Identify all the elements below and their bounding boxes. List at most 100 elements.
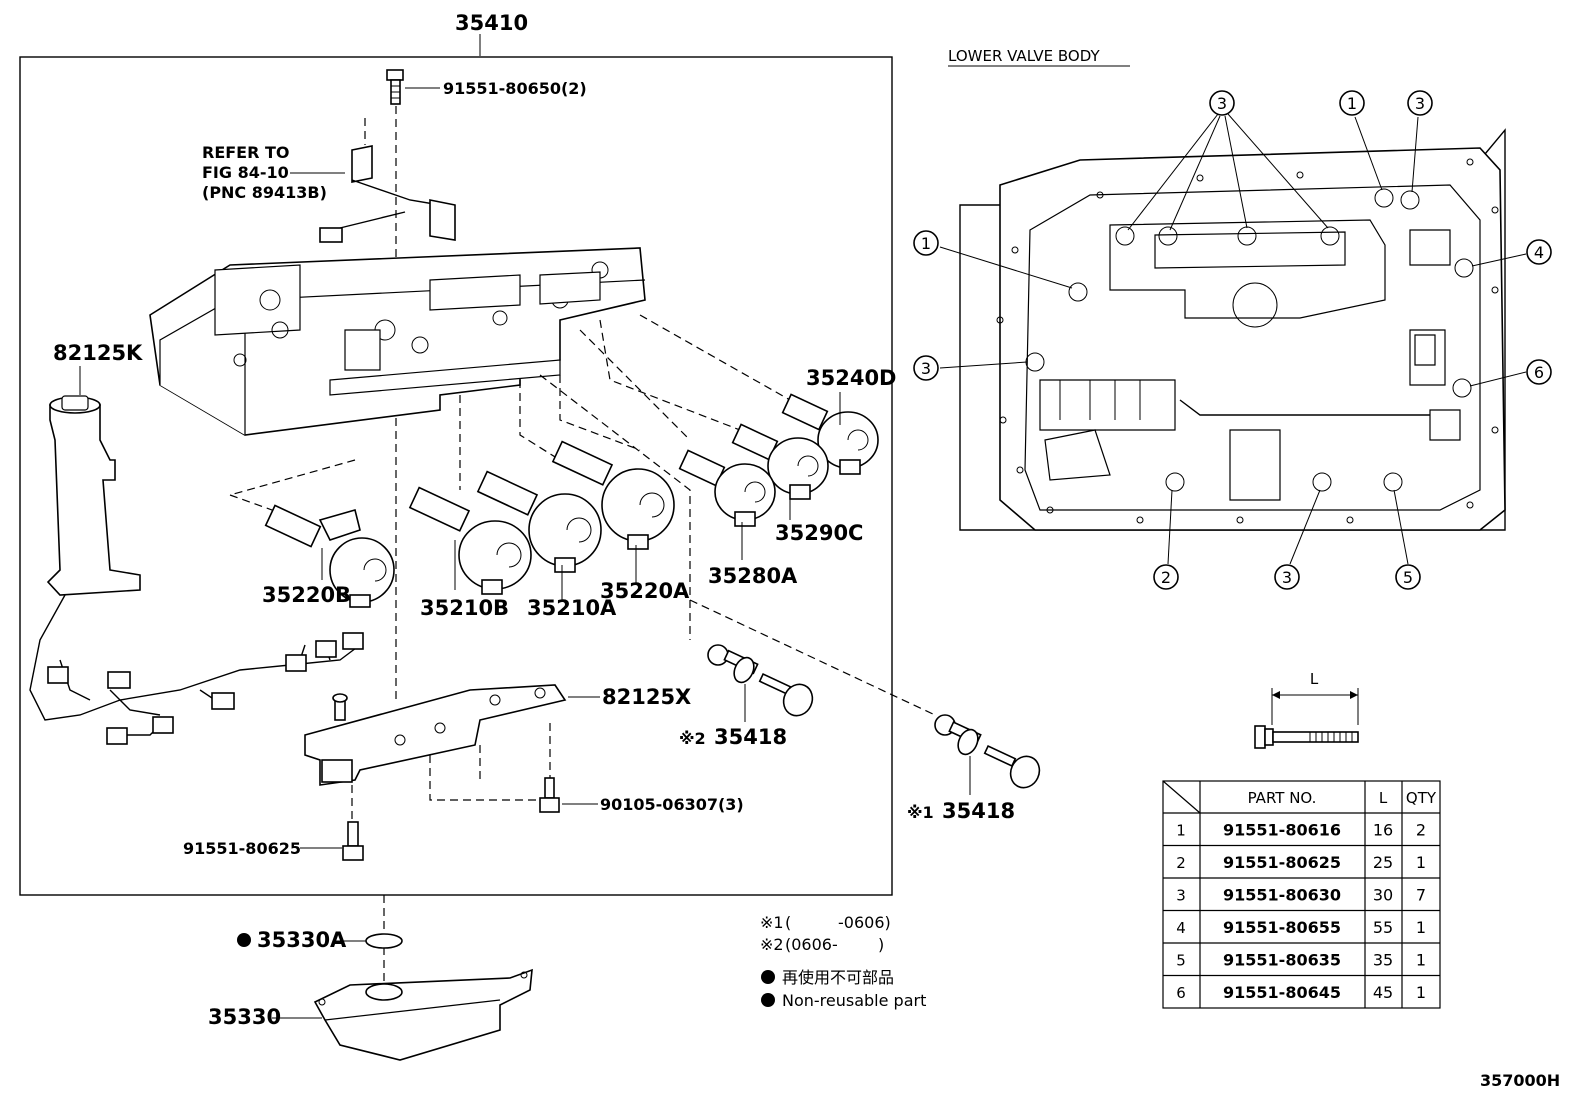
- callout-3-top[interactable]: 3: [1209, 90, 1235, 116]
- solenoid-35220b-drawing[interactable]: [264, 504, 395, 608]
- note-date2-mark: ※2: [760, 935, 784, 954]
- note-nonreuse-en: Non-reusable part: [782, 991, 926, 1010]
- solenoid-35290c-label[interactable]: 35290C: [775, 521, 863, 545]
- bracket-dash-box: [429, 720, 551, 801]
- bolt-bracket-label[interactable]: 90105-06307(3): [600, 795, 744, 814]
- solenoid-35210a-drawing[interactable]: [476, 470, 602, 573]
- bolt-table-cell-qty: 1: [1416, 950, 1426, 969]
- bolt-table-cell-part: 91551-80645: [1223, 983, 1341, 1002]
- lower-valve-body-title: LOWER VALVE BODY: [948, 47, 1100, 65]
- callout-5[interactable]: 5: [1395, 564, 1421, 590]
- bolt-dimension-label: L: [1310, 670, 1319, 688]
- svg-text:1: 1: [921, 234, 931, 253]
- callout-3-bottom[interactable]: 3: [1274, 564, 1300, 590]
- refer-note-line3: (PNC 89413B): [202, 183, 327, 202]
- solenoid-35210b-drawing[interactable]: [408, 486, 532, 595]
- solenoid-35280a-label[interactable]: 35280A: [708, 564, 798, 588]
- svg-text:6: 6: [1534, 363, 1544, 382]
- bolt-top-label[interactable]: 91551-80650(2): [443, 79, 587, 98]
- strainer-outer-mark: ※1: [907, 803, 934, 822]
- note-date2-value: (0606-: [785, 935, 838, 954]
- bolt-bottom-label[interactable]: 91551-80625: [183, 839, 301, 858]
- refer-note-line2: FIG 84-10: [202, 163, 289, 182]
- bolt-table-cell-length: 30: [1373, 885, 1393, 904]
- svg-text:3: 3: [921, 359, 931, 378]
- bolt-table-cell-length: 16: [1373, 820, 1393, 839]
- bolt-table-cell-part: 91551-80616: [1223, 820, 1341, 839]
- diagram-id: 357000H: [1480, 1071, 1560, 1090]
- oring-drawing[interactable]: [365, 933, 403, 949]
- bolt-table-cell-qty: 1: [1416, 918, 1426, 937]
- lower-valve-body-drawing[interactable]: [959, 128, 1506, 531]
- note-nonreuse-jp: 再使用不可部品: [782, 968, 894, 987]
- svg-text:3: 3: [1282, 568, 1292, 587]
- note-date1-mark: ※1: [760, 913, 784, 932]
- dash-35220b: [229, 459, 356, 496]
- dash-35418-outer: [689, 599, 936, 716]
- svg-text:4: 4: [1534, 243, 1544, 262]
- callout-1-left[interactable]: 1: [913, 230, 939, 256]
- bracket-label[interactable]: 82125X: [602, 685, 691, 709]
- filter-label[interactable]: 35330: [208, 1005, 281, 1029]
- bolt-table-cell-index: 2: [1176, 854, 1186, 872]
- callout-leaders: [939, 113, 1527, 565]
- bolt-top-drawing[interactable]: [386, 69, 404, 105]
- solenoid-35240d-drawing[interactable]: [781, 393, 879, 475]
- note-date2-close: ): [878, 935, 884, 954]
- bolt-bracket-drawing[interactable]: [539, 777, 560, 813]
- nonreuse-dot-en: [761, 993, 775, 1007]
- bolt-table-cell-index: 5: [1176, 951, 1186, 969]
- bolt-table-cell-length: 55: [1373, 918, 1393, 937]
- callout-3-top-right[interactable]: 3: [1407, 90, 1433, 116]
- assembly-label[interactable]: 35410: [455, 11, 528, 35]
- bolt-bottom-drawing[interactable]: [342, 821, 364, 861]
- callout-2[interactable]: 2: [1153, 564, 1179, 590]
- bolt-table-cell-part: 91551-80630: [1223, 885, 1341, 904]
- solenoid-35290c-drawing[interactable]: [731, 423, 829, 500]
- bolt-table-cell-index: 1: [1176, 821, 1186, 839]
- bolt-dimension-drawing: [1254, 688, 1359, 749]
- dash-35220a: [559, 375, 641, 451]
- bolt-table-cell-part: 91551-80635: [1223, 950, 1341, 969]
- oring-label[interactable]: 35330A: [257, 928, 347, 952]
- nonreuse-dot-oring: [237, 933, 251, 947]
- bracket-drawing[interactable]: [304, 684, 567, 786]
- solenoid-35240d-label[interactable]: 35240D: [806, 366, 897, 390]
- solenoid-35210b-label[interactable]: 35210B: [420, 596, 509, 620]
- nonreuse-dot-jp: [761, 970, 775, 984]
- solenoid-35220b-label[interactable]: 35220B: [262, 583, 351, 607]
- bolt-table-cell-index: 6: [1176, 984, 1186, 1002]
- bolt-table-cell-length: 25: [1373, 853, 1393, 872]
- bolt-table-cell-length: 45: [1373, 983, 1393, 1002]
- strainer-outer-label[interactable]: 35418: [942, 799, 1015, 823]
- solenoid-35220a-label[interactable]: 35220A: [600, 579, 690, 603]
- filter-drawing[interactable]: [313, 968, 533, 1061]
- bolt-table-cell-index: 3: [1176, 886, 1186, 904]
- note-date1-value: -0606): [838, 913, 891, 932]
- bolt-table-cell-part: 91551-80625: [1223, 853, 1341, 872]
- strainer-inner-mark: ※2: [679, 729, 706, 748]
- bolt-table-cell-qty: 7: [1416, 885, 1426, 904]
- note-date1-open: (: [785, 913, 791, 932]
- harness-drawing[interactable]: [29, 395, 364, 745]
- callout-3-left[interactable]: 3: [913, 355, 939, 381]
- bolt-table-header-part: PART NO.: [1248, 789, 1317, 807]
- strainer-inner-label[interactable]: 35418: [714, 725, 787, 749]
- callout-1-top[interactable]: 1: [1339, 90, 1365, 116]
- temp-sensor-drawing[interactable]: [319, 145, 456, 243]
- callout-4[interactable]: 4: [1526, 239, 1552, 265]
- callout-6[interactable]: 6: [1526, 359, 1552, 385]
- solenoid-35220a-drawing[interactable]: [551, 440, 675, 550]
- bolt-table-cell-length: 35: [1373, 950, 1393, 969]
- bolt-table-cell-index: 4: [1176, 919, 1186, 937]
- solenoid-35280a-drawing[interactable]: [678, 449, 776, 527]
- harness-label[interactable]: 82125K: [53, 341, 143, 365]
- refer-note-line1: REFER TO: [202, 143, 290, 162]
- strainer-outer-drawing[interactable]: [934, 714, 1044, 792]
- bolt-table-cell-qty: 1: [1416, 983, 1426, 1002]
- bolt-table-header-qty: QTY: [1406, 789, 1437, 807]
- solenoid-35210a-label[interactable]: 35210A: [527, 596, 617, 620]
- assembly-frame: [19, 56, 893, 896]
- strainer-inner-drawing[interactable]: [707, 644, 817, 720]
- valve-body-drawing[interactable]: [149, 247, 646, 436]
